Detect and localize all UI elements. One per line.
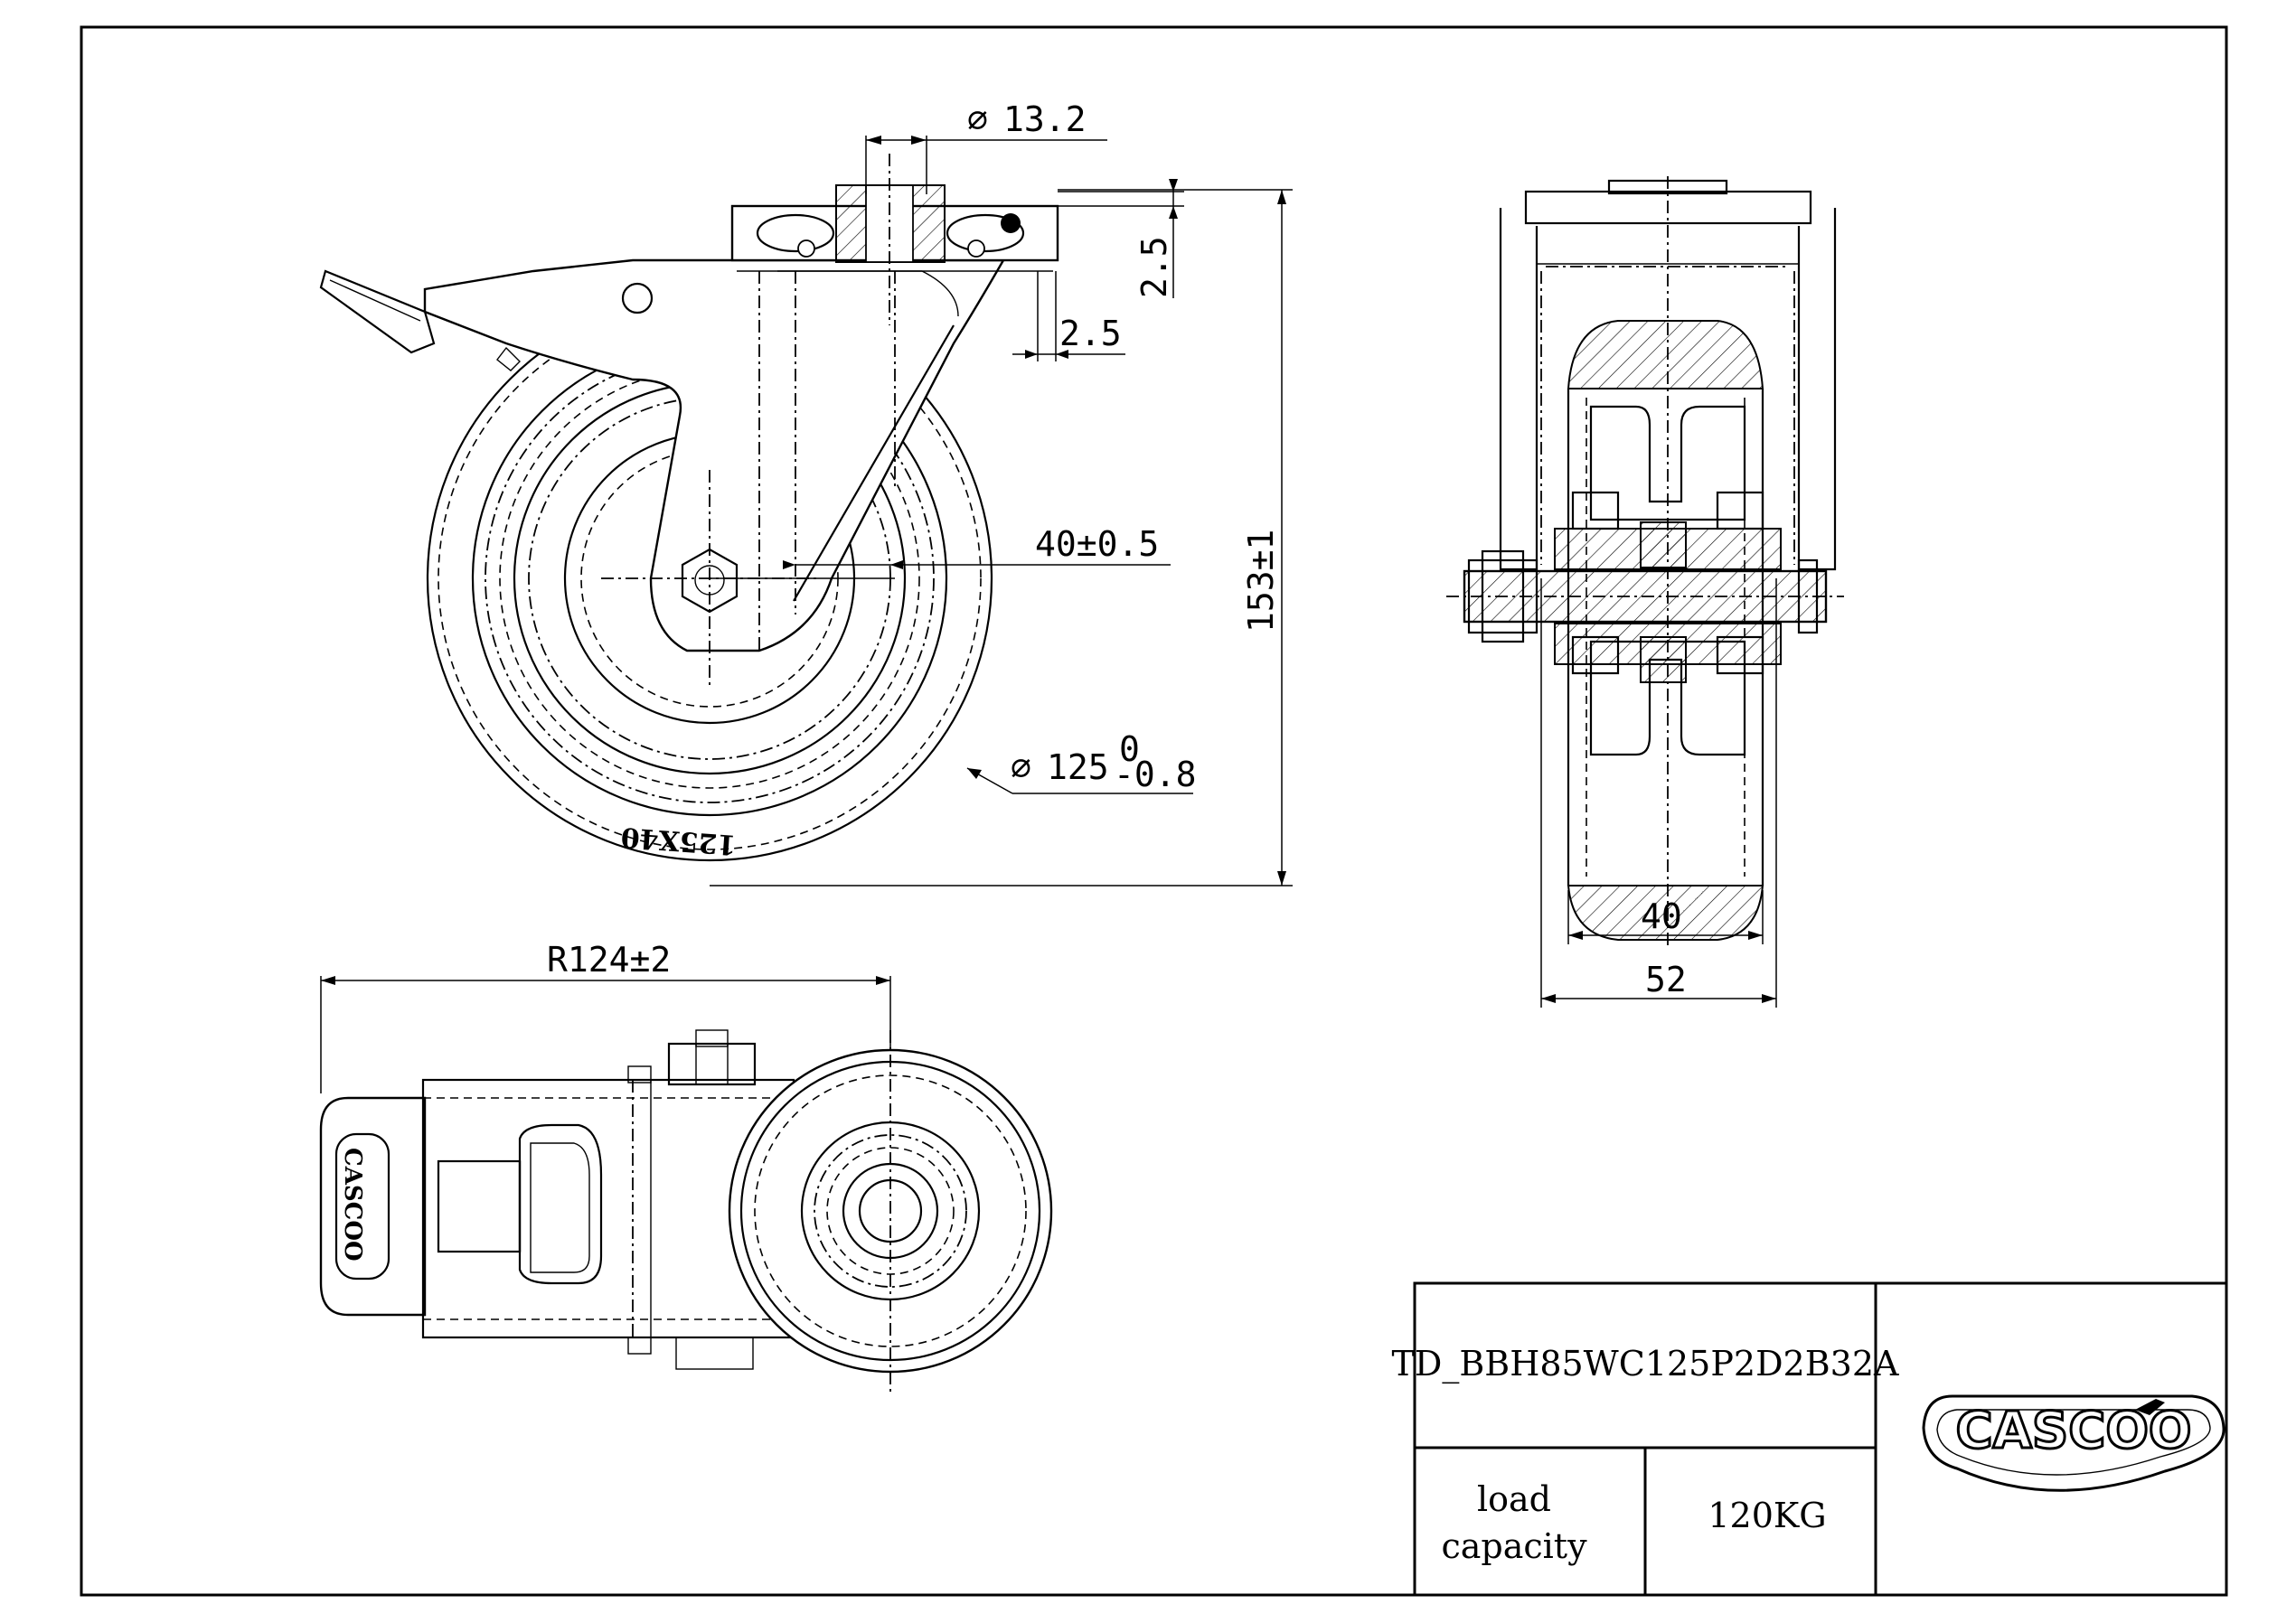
company-logo-badge [1922, 1394, 2225, 1492]
swivel-radius-label: R124±2 [547, 940, 671, 980]
overall-height-label: 153±1 [1241, 530, 1281, 633]
overall-width-label: 52 [1645, 960, 1687, 999]
wheel-tolerance-upper: 0 [1119, 729, 1140, 769]
company-logo: CASCOO [1955, 1402, 2191, 1460]
swivel-radius-dimension: R124±2 [320, 940, 891, 1093]
wheel-marking: 125X40 [620, 821, 738, 860]
wheel-tolerance-lower: -0.8 [1114, 755, 1197, 794]
drawing-frame [80, 25, 2228, 1597]
load-value: 120KG [1708, 1496, 1826, 1535]
load-label-line1: load [1477, 1479, 1551, 1519]
brake-lever[interactable] [319, 1096, 427, 1317]
brake-pedal[interactable] [319, 269, 436, 354]
side-view [1446, 176, 1844, 949]
wheel-diameter-symbol: ∅ [1011, 747, 1031, 787]
plate-offset-label: 2.5 [1059, 314, 1122, 353]
offset-label: 40±0.5 [1035, 524, 1159, 564]
title-block: TD_BBH85WC125P2D2B32A load capacity 120K… [1392, 1281, 2228, 1597]
top-view: CASCOO [319, 1029, 1053, 1392]
bore-diameter-symbol: ∅ [967, 99, 988, 139]
plate-thickness-label: 2.5 [1134, 236, 1174, 298]
wheel-diameter-label: 125 [1047, 747, 1109, 787]
front-view: 125X40 [319, 154, 1059, 862]
brake-logo: CASCOO [339, 1148, 366, 1262]
side-view-dimensions: 40 52 [1540, 578, 1777, 1008]
swivel-nut [667, 1042, 757, 1086]
tread-width-label: 40 [1641, 896, 1682, 936]
part-number: TD_BBH85WC125P2D2B32A [1392, 1344, 1899, 1384]
front-view-dimensions: ∅ 13.2 2.5 2.5 40±0.5 153±1 ∅ 125 0 [710, 99, 1293, 887]
load-label-line2: capacity [1441, 1526, 1587, 1566]
fork-body [423, 258, 1006, 652]
bore-diameter-label: 13.2 [1003, 99, 1087, 139]
